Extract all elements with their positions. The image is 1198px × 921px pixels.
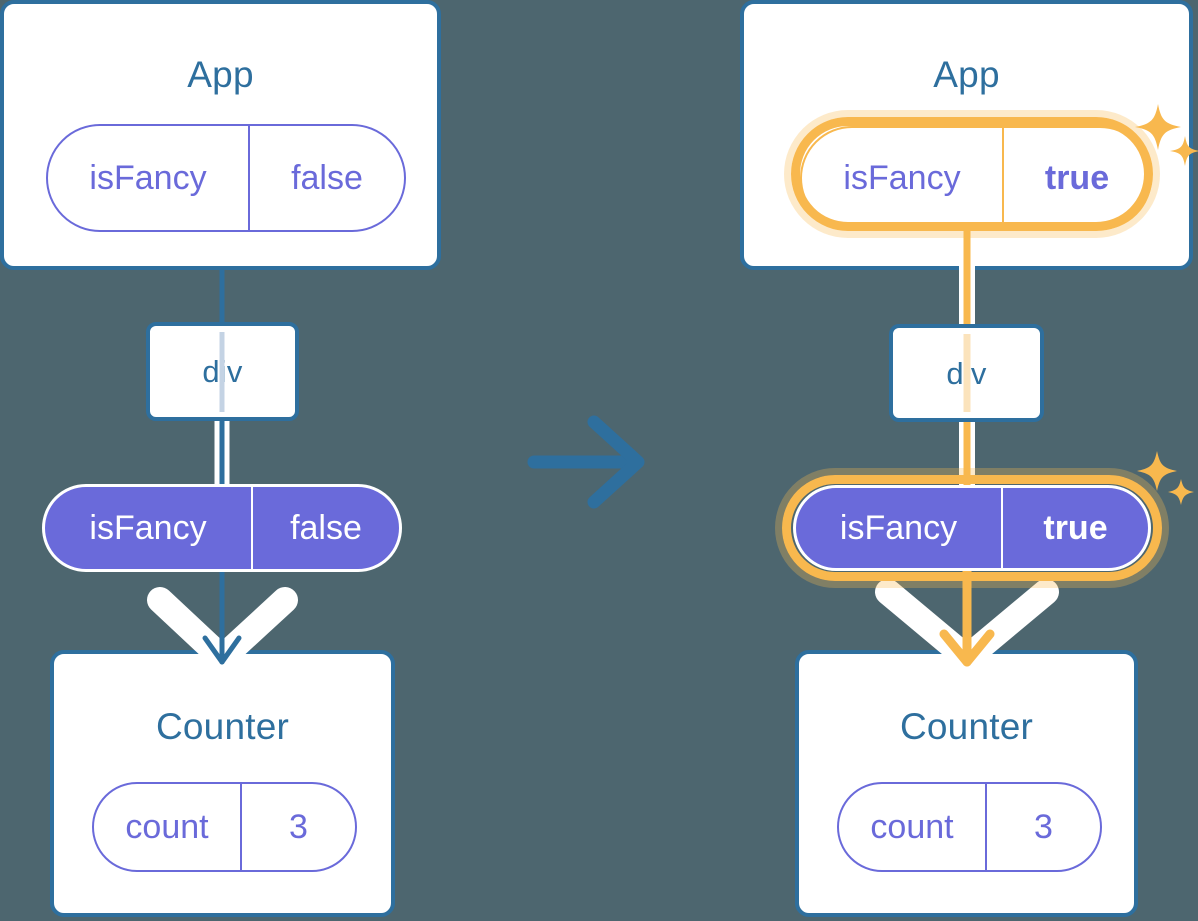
counter-state-pill-right-name: count — [870, 807, 954, 846]
prop-pill-left-name: isFancy — [89, 508, 207, 547]
app-state-pill-right-value: true — [1002, 128, 1150, 228]
app-state-pill-right-name: isFancy — [843, 158, 961, 197]
app-title-right: App — [933, 54, 1000, 95]
app-state-pill-left-name: isFancy — [89, 158, 207, 197]
app-state-pill-left-value: false — [248, 126, 404, 230]
prop-flow-arrow-blue-left — [202, 557, 242, 665]
counter-title-right: Counter — [899, 706, 1034, 747]
arrow-right-icon — [527, 415, 645, 509]
prop-pill-left-value: false — [251, 487, 399, 569]
counter-component-box-left[interactable]: Counter count 3 — [50, 650, 395, 917]
counter-state-pill-left[interactable]: count 3 — [92, 782, 357, 872]
counter-title-left: Counter — [155, 706, 290, 747]
app-title-left: App — [187, 54, 254, 95]
prop-pill-right[interactable]: isFancy true — [793, 485, 1151, 571]
prop-pill-left[interactable]: isFancy false — [42, 484, 402, 572]
counter-state-pill-left-name: count — [125, 807, 209, 846]
prop-pill-right-value: true — [1001, 488, 1148, 568]
app-state-pill-left[interactable]: isFancy false — [46, 124, 406, 232]
prop-pill-right-name: isFancy — [839, 508, 958, 547]
counter-state-pill-left-value: 3 — [240, 784, 355, 870]
counter-component-box-right[interactable]: Counter count 3 — [795, 650, 1138, 917]
counter-state-pill-right-value: 3 — [985, 784, 1100, 870]
counter-state-pill-right[interactable]: count 3 — [837, 782, 1102, 872]
app-component-box-left[interactable]: App isFancy false — [0, 0, 441, 270]
